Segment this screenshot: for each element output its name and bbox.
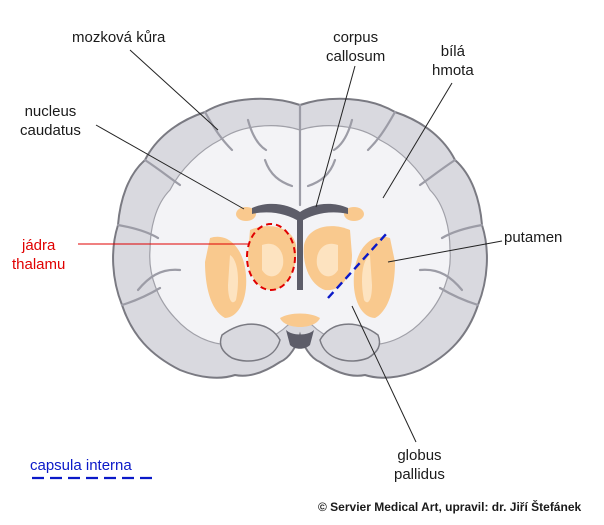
label-caudate-line1: nucleus <box>24 103 77 120</box>
label-thalamus-line2: thalamu <box>12 256 66 273</box>
globus-right <box>362 255 372 303</box>
label-cortex: mozková kůra <box>72 29 166 46</box>
hypothalamus <box>280 313 320 327</box>
caudate-right <box>344 207 364 221</box>
label-thalamus: jádra thalamu <box>12 236 65 274</box>
sulci <box>116 103 484 307</box>
label-globus-line1: globus <box>397 447 442 464</box>
label-globus-pallidus: globus pallidus <box>394 446 445 484</box>
ventricles <box>252 203 348 349</box>
label-caudate-line2: caudatus <box>20 122 81 139</box>
label-white-matter: bílá hmota <box>432 42 474 80</box>
capsula-interna-marker <box>327 231 389 299</box>
label-white-line2: hmota <box>432 62 474 79</box>
label-thalamus-line1: jádra <box>22 237 56 254</box>
thalamus-dashed-marker <box>246 223 296 291</box>
deep-nuclei <box>205 207 395 327</box>
label-corpus-callosum: corpus callosum <box>326 28 385 66</box>
globus-left <box>228 255 238 303</box>
label-corpus-line1: corpus <box>333 29 379 46</box>
credit-line: © Servier Medical Art, upravil: dr. Jiří… <box>318 500 582 514</box>
label-caudate: nucleus caudatus <box>20 102 81 140</box>
label-putamen: putamen <box>504 229 563 246</box>
leader-lines <box>78 49 503 443</box>
label-corpus-line2: callosum <box>326 48 386 65</box>
label-globus-line2: pallidus <box>394 466 445 483</box>
caudate-left <box>236 207 256 221</box>
label-capsula-interna: capsula interna <box>30 457 132 474</box>
label-white-line1: bílá <box>440 43 465 60</box>
